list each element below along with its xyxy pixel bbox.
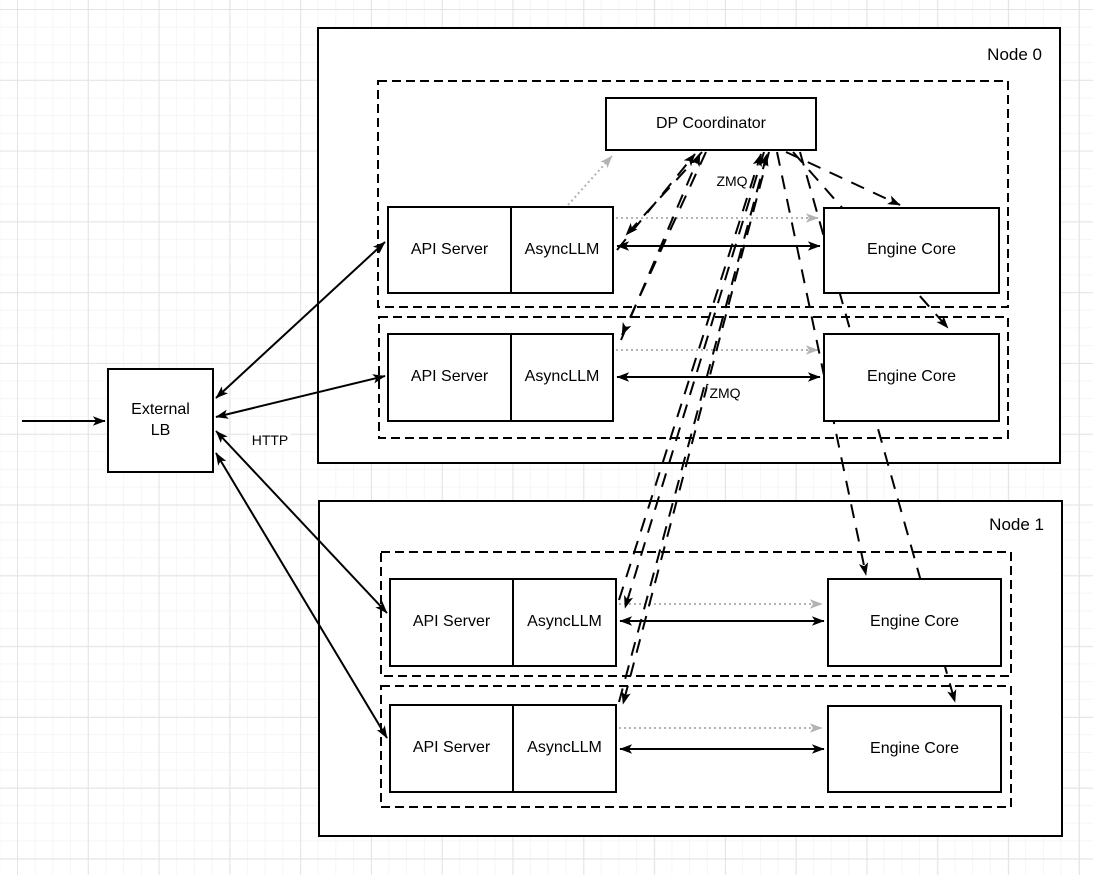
lb-to-node1-api0-arrow	[215, 430, 388, 614]
node0-engine-core-box-0: Engine Core	[823, 207, 1000, 294]
asyncllm-cell: AsyncLLM	[527, 739, 602, 757]
lb-to-node1-api1-arrow	[215, 452, 388, 739]
asyncllm-cell: AsyncLLM	[524, 368, 600, 386]
node-0-label: Node 0	[987, 45, 1042, 64]
external-lb-label-line2: LB	[150, 421, 171, 439]
dp-coordinator-box: DP Coordinator	[605, 97, 817, 151]
api-server-cell: API Server	[389, 208, 512, 292]
node1-group1-border	[380, 685, 1012, 808]
dp-coordinator-label: DP Coordinator	[656, 114, 766, 132]
zmq-label-engine: ZMQ	[707, 385, 743, 401]
coordinator-to-node1-asyncllm0	[624, 151, 765, 609]
coordinator-to-node0-enginecore1	[792, 151, 949, 329]
node1-apiserver-asyncllm-box-1: API Server AsyncLLM	[389, 704, 617, 793]
api-server-cell: API Server	[389, 335, 512, 420]
lb-to-node0-api0-arrow	[215, 241, 386, 399]
node1-engine-core-box-1: Engine Core	[827, 705, 1002, 793]
node0-apiserver-asyncllm-box-0: API Server AsyncLLM	[387, 206, 614, 294]
node0-apiserver-asyncllm-box-1: API Server AsyncLLM	[387, 333, 614, 422]
api-server-cell: API Server	[391, 580, 514, 665]
coordinator-to-node0-enginecore0	[785, 151, 901, 206]
http-label: HTTP	[249, 432, 291, 448]
node1-apiserver-asyncllm-box-0: API Server AsyncLLM	[389, 578, 617, 667]
node0-engine-core-box-1: Engine Core	[823, 333, 1000, 422]
external-lb-label-line1: External	[131, 400, 190, 418]
node0-asyncllm0-to-coordinator	[616, 153, 696, 251]
node-1-label: Node 1	[989, 515, 1044, 534]
node1-engine-core-box-0: Engine Core	[827, 578, 1002, 667]
external-lb-box: External LB	[107, 368, 214, 473]
node1-asyncllm1-to-coordinator	[618, 153, 769, 703]
lb-to-node0-api1-arrow	[215, 374, 386, 419]
coordinator-to-node0-asyncllm1	[621, 151, 707, 336]
asyncllm-cell: AsyncLLM	[527, 613, 602, 631]
asyncllm-to-coordinator-dotted-arrow	[567, 155, 613, 206]
solid-arrows	[22, 241, 825, 754]
api-server-cell: API Server	[391, 706, 514, 791]
coordinator-to-node0-asyncllm0	[625, 151, 703, 236]
node1-asyncllm0-to-coordinator	[618, 153, 762, 601]
replica-group-borders	[377, 80, 1012, 808]
zmq-label-coordinator: ZMQ	[714, 173, 750, 189]
zmq-dashed-links	[616, 151, 957, 705]
coordinator-to-node1-enginecore0	[776, 151, 869, 576]
node0-group0-border	[377, 80, 1009, 308]
asyncllm-cell: AsyncLLM	[524, 240, 600, 258]
